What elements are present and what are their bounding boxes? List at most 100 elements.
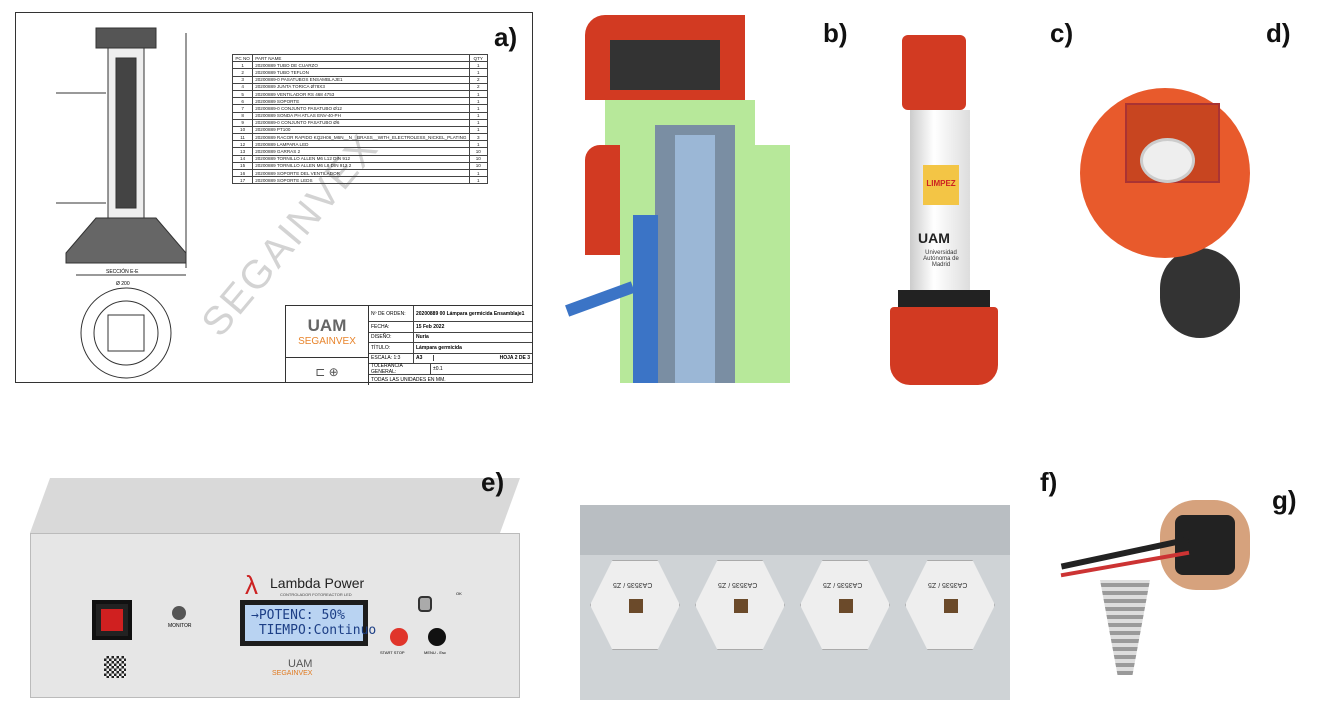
qty-cell: 10: [468, 154, 489, 163]
order-value: 20200889 00 Lámpara germicida Ensamblaje…: [416, 310, 525, 317]
pc-no-cell: 11: [231, 133, 254, 142]
qty-cell: 1: [468, 104, 489, 113]
part-name-cell: 20200889 JUNTA TORICA Ø78X3: [252, 82, 470, 91]
start-stop-label: START STOP: [380, 650, 405, 655]
monitor-jack[interactable]: [172, 606, 186, 620]
uam-logo: UAM: [918, 230, 950, 246]
monitor-label: MONITOR: [168, 623, 192, 629]
design-label: DISEÑO:: [369, 332, 414, 342]
university-name: Universidad Autónoma de Madrid: [923, 250, 959, 268]
pc-no-cell: 9: [231, 118, 254, 127]
led-label: CA3535 / Z5: [928, 581, 968, 588]
qty-cell: 3: [468, 133, 489, 142]
label-d: d): [1266, 18, 1291, 48]
led-board: CA3535 / Z5: [695, 560, 785, 650]
controller-photo: MONITOR λ Lambda Power CONTROLADOR FOTOR…: [0, 478, 521, 700]
pc-no-cell: 3: [231, 75, 254, 84]
pc-no-cell: 6: [231, 97, 254, 106]
header-qty: QTY: [468, 53, 489, 63]
brand-subtitle: CONTROLADOR FOTOREACTOR LED: [280, 592, 352, 597]
limpez-sticker: LIMPEZ: [923, 165, 959, 205]
design-value: Nuria: [416, 334, 429, 341]
start-stop-button[interactable]: [390, 628, 408, 646]
qty-cell: 1: [468, 89, 489, 99]
qty-cell: 10: [468, 147, 489, 156]
part-name-cell: 20200889 SONDA PH ATLAS ENV-40-PH: [252, 111, 470, 120]
part-name-cell: 20200889 LAMPARA LED: [252, 140, 470, 149]
tolerance-label: TOLERANCIA GENERAL:: [369, 363, 431, 375]
menu-label: MENU - Esc: [424, 650, 446, 655]
qty-cell: 1: [468, 125, 489, 135]
qr-code: [104, 656, 126, 678]
qty-cell: 1: [468, 140, 489, 149]
sheet-number: HOJA 2 DE 3: [499, 355, 530, 362]
label-e: e): [481, 467, 505, 497]
date-label: FECHA:: [369, 322, 414, 332]
scale: ESCALA: 1:3: [369, 353, 414, 363]
diameter-label: Ø 200: [116, 281, 130, 287]
part-name-cell: 20200889-0 PASATUBOS ENSAMBLAJE1: [252, 75, 470, 84]
part-name-cell: 20200889 TUBO TEFLON: [252, 68, 470, 77]
pc-no-cell: 7: [231, 104, 254, 113]
qty-cell: 1: [468, 176, 489, 185]
part-name-cell: 20200889 GARRAS 2: [252, 147, 470, 156]
projection-symbol-icon: ⊏ ⊕: [315, 364, 339, 379]
lamp-section-drawing: SECCIÓN E-E Ø 200: [56, 27, 187, 379]
uam-logo: UAM: [288, 658, 313, 670]
part-name-cell: 20200889 TORNILLO ALLEN M6 L8 DIN 912 2: [252, 161, 470, 171]
part-name-cell: 20200889-0 CONJUNTO PASATUBO Ø12: [252, 104, 470, 113]
led-chip: [944, 599, 958, 613]
pc-no-cell: 4: [231, 82, 254, 91]
led-label: CA3535 / Z5: [613, 581, 653, 588]
qty-cell: 10: [468, 161, 489, 171]
section-label: SECCIÓN E-E: [106, 268, 139, 275]
lambda-icon: λ: [245, 570, 258, 600]
pc-no-cell: 17: [231, 176, 254, 185]
pc-no-cell: 2: [231, 68, 254, 77]
label-b: b): [823, 18, 848, 48]
led-board: CA3535 / Z5: [905, 560, 995, 650]
qty-cell: 1: [468, 168, 489, 178]
pc-no-cell: 15: [231, 161, 254, 171]
pc-no-cell: 12: [231, 140, 254, 149]
units-note: TODAS LAS UNIDADES EN MM.: [371, 376, 446, 383]
led-label: CA3535 / Z5: [718, 581, 758, 588]
part-name-cell: 20200889 SOPORTE: [252, 97, 470, 106]
lcd-display: →POTENC: 50% TIEMPO:Continuo: [240, 600, 377, 646]
order-label: Nº DE ORDEN:: [369, 306, 414, 321]
part-name-cell: 20200889 RACOR RAPIDO KQ2H06_M6N__N__BRA…: [252, 133, 470, 142]
led-chip: [734, 599, 748, 613]
led-chip: [629, 599, 643, 613]
pc-no-cell: 16: [231, 168, 254, 178]
pc-no-cell: 1: [231, 61, 254, 70]
led-board: CA3535 / Z5: [800, 560, 890, 650]
pc-no-cell: 13: [231, 147, 254, 156]
menu-button[interactable]: [428, 628, 446, 646]
led-board: CA3535 / Z5: [590, 560, 680, 650]
label-c: c): [1050, 18, 1074, 48]
pc-no-cell: 5: [231, 89, 254, 99]
brand-name: Lambda Power: [270, 575, 365, 591]
segainvex-logo: SEGAINVEX: [272, 670, 313, 677]
tolerance-value: ±0.1: [433, 365, 443, 372]
lcd-line-1: →POTENC: 50%: [251, 608, 345, 623]
lcd-line-2: TIEMPO:Continuo: [251, 623, 377, 638]
qty-cell: 1: [468, 118, 489, 127]
part-name-cell: 20200889 TUBO DE CUARZO: [252, 61, 470, 70]
sheet-size: A3: [414, 355, 434, 362]
header-pc-no: PC NO: [231, 53, 254, 63]
pc-no-cell: 10: [231, 125, 254, 135]
rotary-knob[interactable]: [418, 596, 432, 612]
